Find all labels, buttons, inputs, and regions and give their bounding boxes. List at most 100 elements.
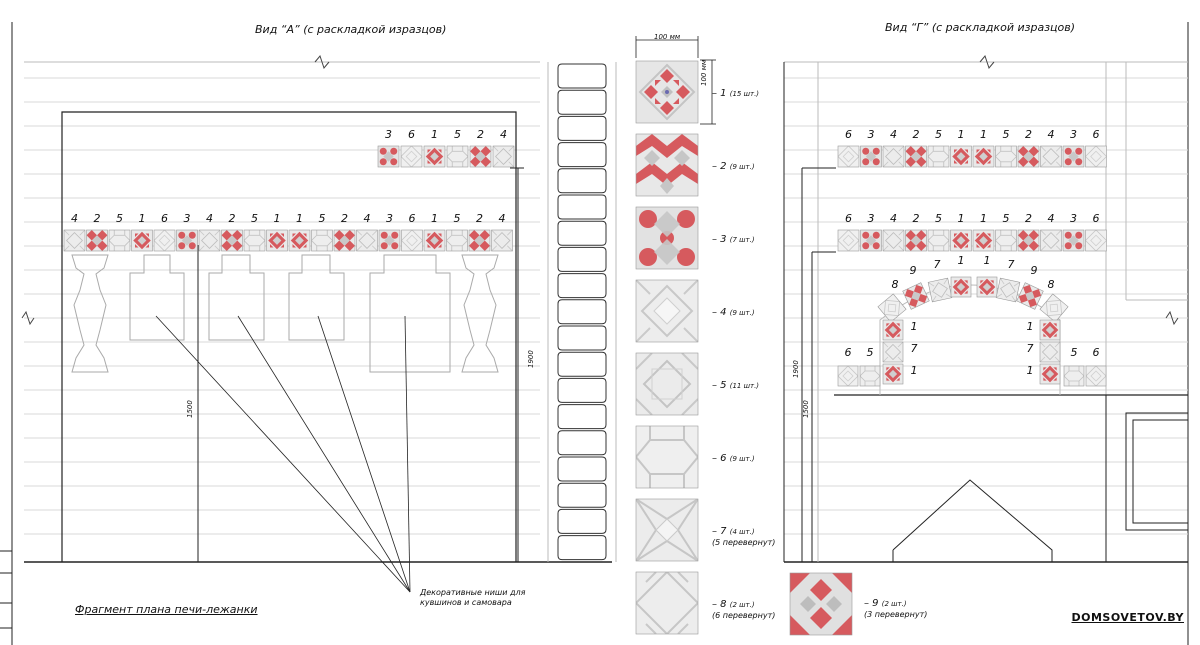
- tile-number: 4: [890, 128, 897, 141]
- section-block: [557, 351, 607, 377]
- tile-3: [176, 230, 198, 251]
- tile-4: [493, 146, 514, 167]
- tile-6: [838, 230, 859, 251]
- tile-outline: [927, 145, 950, 168]
- tile-outline: [266, 229, 288, 252]
- legend-extra: (5 перевернут): [712, 538, 776, 547]
- height-1900-g: 1900: [792, 360, 800, 378]
- tile-number: 4: [500, 128, 507, 141]
- tile-number: 9: [1030, 264, 1038, 277]
- section-block: [557, 168, 607, 194]
- tile-4: [64, 230, 85, 251]
- tile-1: [266, 230, 288, 251]
- tile-5: [109, 230, 130, 251]
- col-tile-1: [1040, 320, 1060, 340]
- legend-number: – 3: [712, 234, 730, 245]
- arch-tile-1: [951, 277, 971, 297]
- section-block: [557, 63, 607, 89]
- section-block: [557, 377, 607, 403]
- tile-number: 7: [1026, 342, 1034, 355]
- tile-outline: [635, 279, 699, 343]
- tile-number: 6: [845, 128, 852, 141]
- tile-number: 2: [1025, 212, 1032, 225]
- legend-quantity: (2 шт.): [729, 601, 755, 609]
- tile-number: 5: [251, 212, 258, 225]
- tile-number: 1: [1026, 364, 1034, 377]
- tile-outline: [1039, 341, 1061, 363]
- tile-number: 4: [890, 212, 897, 225]
- col-tile-7: [883, 342, 903, 362]
- tile-outline: [789, 572, 853, 636]
- arch-tile-9: [902, 282, 930, 310]
- tile-outline: [902, 282, 930, 310]
- tile-4: [883, 146, 904, 167]
- height-1900-a: 1900: [527, 350, 535, 368]
- tile-5: [995, 230, 1017, 251]
- tile-outline: [905, 145, 927, 168]
- tile-outline: [882, 145, 905, 168]
- tile-outline: [972, 229, 995, 252]
- tile-outline: [1062, 145, 1085, 168]
- tile-outline: [356, 229, 378, 252]
- tile-number: 7: [910, 342, 918, 355]
- tile-number: 1: [980, 128, 987, 141]
- tile-outline: [877, 293, 907, 323]
- tile-number: 4: [71, 212, 78, 225]
- tile-outline: [1040, 229, 1062, 252]
- section-block: [557, 508, 607, 534]
- tile-3: [860, 230, 882, 251]
- tile-1: [131, 230, 153, 251]
- tile-4: [356, 230, 378, 251]
- tile-outline: [882, 341, 904, 363]
- tile-outline: [995, 229, 1017, 252]
- tile-number: 1: [957, 212, 965, 225]
- section-block: [557, 325, 607, 351]
- section-block: [557, 299, 607, 325]
- tile-number: 6: [1092, 128, 1100, 141]
- tile-width-dim: 100 мм: [654, 33, 681, 41]
- tile-outline: [1085, 145, 1107, 168]
- tile-outline: [1039, 319, 1061, 341]
- tile-number: 2: [912, 212, 920, 225]
- legend-item-6: – 6 (9 шт.): [712, 453, 755, 464]
- tile-4: [199, 230, 220, 251]
- tile-number: 6: [161, 212, 168, 225]
- view-a-drawing: [21, 54, 612, 593]
- col-tile-7: [1040, 342, 1060, 362]
- tile-3: [1063, 146, 1084, 167]
- tile-6: [1085, 230, 1107, 251]
- tile-5: [311, 230, 333, 251]
- tile-outline: [635, 352, 699, 416]
- tile-6: [838, 146, 859, 167]
- base-tile-6: [838, 366, 858, 386]
- tile-number: 1: [957, 254, 965, 267]
- tile-4: [491, 230, 513, 251]
- tile-3: [1063, 230, 1084, 251]
- tile-number: 6: [845, 212, 852, 225]
- legend-item-4: – 4 (9 шт.): [712, 307, 755, 318]
- tile-number: 6: [1092, 346, 1100, 359]
- tile-outline: [635, 498, 699, 562]
- tile-2: [1018, 146, 1039, 167]
- tile-outline: [859, 365, 881, 387]
- base-tile-5: [860, 366, 880, 386]
- legend-item-1: – 1 (15 шт.): [712, 88, 759, 99]
- legend-quantity: (15 шт.): [729, 90, 760, 98]
- legend-item-2: – 2 (9 шт.): [712, 161, 755, 172]
- tile-outline: [882, 363, 904, 385]
- tile-outline: [1017, 145, 1040, 168]
- legend-number: – 8: [712, 599, 730, 610]
- tile-outline: [882, 229, 905, 252]
- tile-number: 7: [933, 258, 941, 271]
- tile-outline: [950, 229, 972, 252]
- section-block: [557, 142, 607, 168]
- tile-outline: [1085, 229, 1107, 252]
- tile-3: [379, 230, 400, 251]
- legend-number: – 6: [712, 453, 730, 464]
- legend-tile-8: [636, 572, 698, 634]
- tile-number: 5: [1070, 346, 1078, 359]
- tile-number: 5: [935, 128, 942, 141]
- tile-number: 1: [1026, 320, 1034, 333]
- height-1500-a: 1500: [186, 400, 194, 418]
- legend-number: – 4: [712, 307, 730, 318]
